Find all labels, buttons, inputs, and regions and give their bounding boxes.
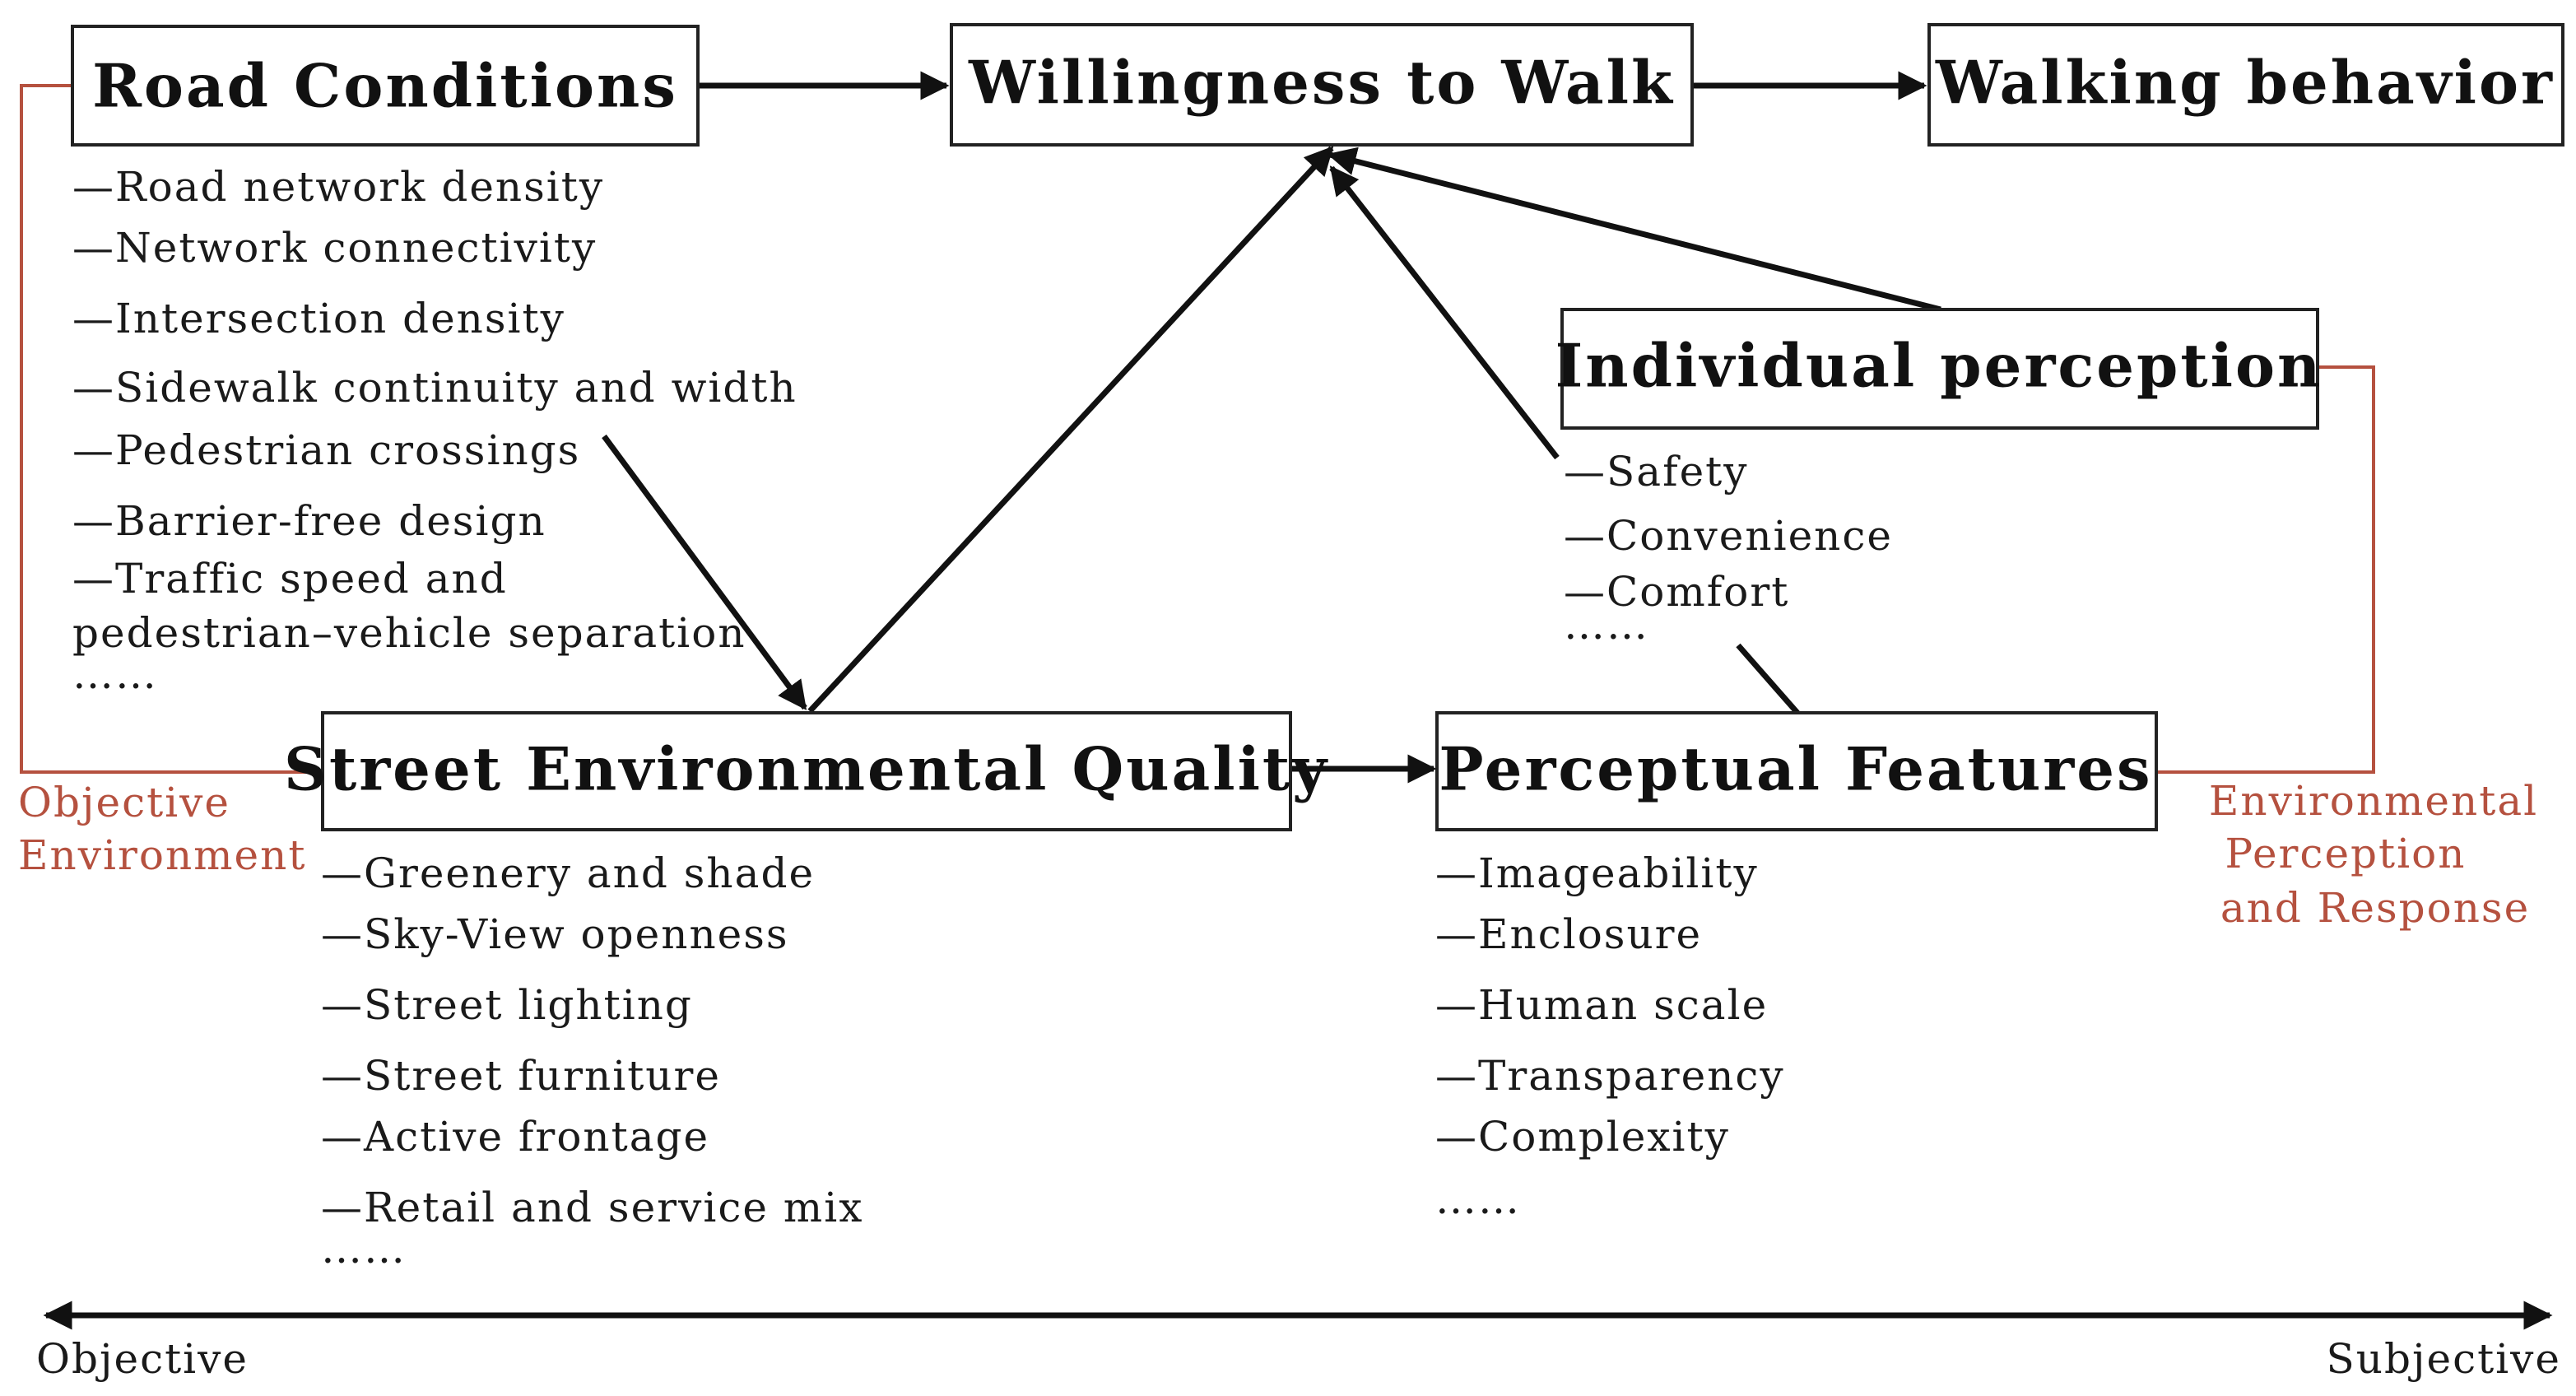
willingness-box: Willingness to Walk [950, 23, 1694, 147]
road-conditions-title: Road Conditions [92, 51, 678, 121]
perceptual-features-box: Perceptual Features [1435, 711, 2158, 831]
perceptual-features-title: Perceptual Features [1439, 734, 2152, 804]
connector-features-to-perception [1736, 643, 1800, 715]
feature-items-list: —Imageability —Enclosure —Human scale —T… [1435, 849, 1785, 1223]
road-item: —Traffic speed and [72, 555, 508, 603]
objective-environment-label: Objective Environment [18, 779, 306, 879]
feature-item: —Complexity [1435, 1113, 1730, 1161]
road-item: —Network connectivity [72, 224, 597, 272]
walking-behavior-title: Walking behavior [1935, 48, 2555, 118]
objective-environment-line: Objective [18, 779, 230, 826]
objective-environment-line: Environment [18, 831, 306, 879]
street-item: —Active frontage [321, 1113, 709, 1161]
road-item: —Barrier-free design [72, 497, 546, 545]
road-items-list: —Road network density —Network connectiv… [72, 163, 797, 698]
arrow-perception-to-willingness [1327, 147, 1941, 313]
environmental-perception-bracket [2158, 365, 2375, 774]
perception-item: —Convenience [1564, 512, 1893, 560]
street-item: —Greenery and shade [321, 849, 815, 897]
perception-item: —Safety [1564, 448, 1749, 496]
environmental-perception-line: Environmental [2209, 777, 2538, 825]
feature-item: —Human scale [1435, 981, 1768, 1029]
feature-item: —Transparency [1435, 1052, 1785, 1100]
arrow-perception-items-to-willingness [1329, 165, 1560, 460]
objective-environment-bracket [20, 84, 319, 774]
axis-label-subjective: Subjective [2327, 1335, 2561, 1383]
street-item: —Retail and service mix [321, 1184, 863, 1231]
arrow-road-items-to-street [602, 434, 807, 710]
perception-items-list: —Safety —Convenience —Comfort …… [1564, 448, 1893, 649]
perception-item: —Comfort [1564, 568, 1789, 616]
individual-perception-title: Individual perception [1555, 331, 2323, 401]
road-item: pedestrian–vehicle separation [72, 609, 746, 657]
road-item-ellipsis: …… [72, 650, 158, 698]
individual-perception-box: Individual perception [1555, 308, 2323, 430]
feature-item: —Enclosure [1435, 910, 1702, 958]
street-quality-title: Street Environmental Quality [284, 734, 1329, 804]
perception-item-ellipsis: …… [1564, 601, 1649, 649]
arrow-street-to-willingness [807, 146, 1334, 714]
street-items-list: —Greenery and shade —Sky-View openness —… [321, 849, 863, 1273]
road-item: —Pedestrian crossings [72, 426, 580, 474]
willingness-title: Willingness to Walk [968, 48, 1675, 118]
walking-behavior-box: Walking behavior [1927, 23, 2564, 147]
environmental-perception-line: and Response [2220, 884, 2530, 932]
road-conditions-box: Road Conditions [71, 25, 700, 147]
environmental-perception-line: Perception [2225, 830, 2467, 877]
street-item: —Street lighting [321, 981, 693, 1029]
street-item-ellipsis: …… [321, 1225, 407, 1273]
road-item: —Road network density [72, 163, 604, 211]
street-quality-box: Street Environmental Quality [284, 711, 1329, 831]
feature-item: —Imageability [1435, 849, 1759, 897]
street-item: —Street furniture [321, 1052, 721, 1100]
feature-item-ellipsis: …… [1435, 1175, 1521, 1223]
road-item: —Sidewalk continuity and width [72, 364, 797, 412]
street-item: —Sky-View openness [321, 910, 789, 958]
axis-label-objective: Objective [36, 1335, 249, 1383]
road-item: —Intersection density [72, 295, 565, 342]
environmental-perception-label: Environmental Perception and Response [2209, 777, 2538, 932]
